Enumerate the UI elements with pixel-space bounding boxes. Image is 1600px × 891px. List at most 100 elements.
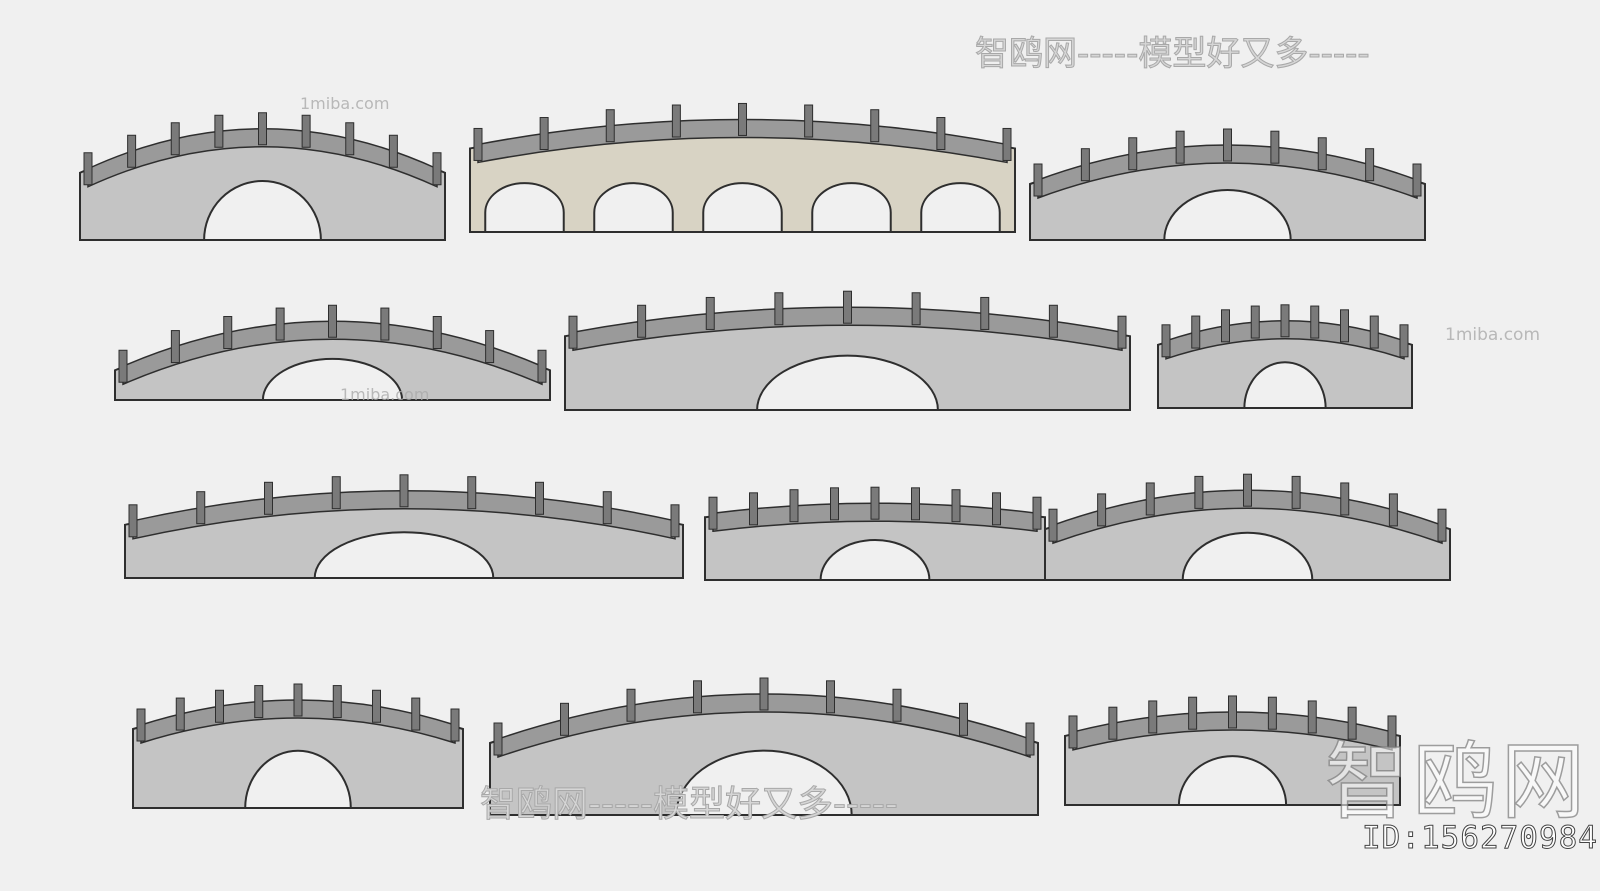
railing-post bbox=[1412, 163, 1422, 197]
bridge-model bbox=[704, 486, 1046, 581]
model-id-label: ID:156270984 bbox=[1362, 820, 1598, 857]
watermark-banner-bottom: 智鸥网-----模型好又多----- bbox=[480, 784, 899, 826]
railing-post bbox=[328, 304, 337, 338]
watermark-site: 1miba.com bbox=[1445, 325, 1541, 345]
arch-opening bbox=[1163, 188, 1292, 241]
arch-opening bbox=[675, 749, 853, 816]
railing-post bbox=[830, 487, 839, 521]
railing-post bbox=[1194, 475, 1204, 509]
railing-post bbox=[705, 296, 715, 330]
railing-post bbox=[1365, 148, 1375, 182]
railing-post bbox=[1080, 148, 1090, 182]
railing-post bbox=[1188, 696, 1198, 730]
railing-post bbox=[1108, 706, 1118, 740]
bridge-model bbox=[1064, 695, 1401, 806]
bridge-model bbox=[79, 112, 446, 241]
railing-post bbox=[493, 722, 503, 756]
arch-opening bbox=[484, 182, 565, 233]
railing-post bbox=[450, 708, 460, 742]
railing-post bbox=[1033, 163, 1043, 197]
railing-post bbox=[1223, 128, 1232, 162]
railing-post bbox=[1221, 309, 1230, 343]
railing-post bbox=[118, 349, 128, 383]
watermark-site: 1miba.com bbox=[340, 385, 430, 404]
railing-post bbox=[738, 102, 747, 136]
railing-post bbox=[1048, 304, 1058, 338]
railing-post bbox=[485, 330, 495, 364]
railing-post bbox=[1437, 508, 1447, 542]
railing-post bbox=[264, 481, 273, 515]
railing-post bbox=[1243, 473, 1252, 507]
bridge-model bbox=[469, 102, 1016, 233]
bridge-model bbox=[1157, 304, 1413, 409]
railing-post bbox=[605, 109, 615, 143]
railing-post bbox=[258, 112, 267, 146]
railing-post bbox=[789, 489, 799, 523]
railing-post bbox=[911, 292, 921, 326]
arch-opening bbox=[819, 538, 931, 581]
railing-post bbox=[749, 492, 758, 526]
railing-post bbox=[399, 474, 409, 508]
railing-post bbox=[537, 349, 547, 383]
railing-post bbox=[951, 489, 961, 523]
arch-opening bbox=[1243, 361, 1327, 409]
bridge-model bbox=[1044, 473, 1451, 581]
railing-post bbox=[432, 152, 442, 186]
railing-post bbox=[473, 127, 483, 161]
railing-post bbox=[1280, 304, 1290, 338]
railing-post bbox=[1032, 496, 1042, 530]
railing-post bbox=[1117, 315, 1127, 349]
railing-post bbox=[275, 307, 285, 341]
railing-post bbox=[1048, 508, 1058, 542]
railing-post bbox=[539, 117, 549, 151]
railing-post bbox=[388, 134, 398, 168]
railing-post bbox=[1340, 309, 1349, 343]
railing-post bbox=[1387, 715, 1397, 749]
railing-post bbox=[293, 683, 303, 717]
railing-post bbox=[693, 680, 702, 714]
arch-opening bbox=[920, 182, 1001, 233]
railing-post bbox=[380, 307, 390, 341]
railing-post bbox=[1307, 700, 1317, 734]
railing-post bbox=[568, 315, 578, 349]
railing-post bbox=[345, 122, 355, 156]
railing-post bbox=[83, 152, 93, 186]
railing-post bbox=[804, 104, 814, 138]
railing-post bbox=[870, 486, 880, 520]
railing-post bbox=[959, 702, 968, 736]
watermark-banner-top: 智鸥网-----模型好又多----- bbox=[975, 34, 1371, 75]
railing-post bbox=[128, 504, 138, 538]
railing-post bbox=[1267, 696, 1277, 730]
arch-opening bbox=[261, 357, 404, 401]
railing-post bbox=[127, 134, 137, 168]
railing-post bbox=[911, 487, 920, 521]
railing-post bbox=[637, 304, 647, 338]
watermark-site: 1miba.com bbox=[300, 94, 390, 113]
railing-post bbox=[411, 697, 421, 731]
railing-post bbox=[1340, 482, 1350, 516]
railing-post bbox=[1399, 324, 1409, 358]
railing-post bbox=[332, 685, 342, 719]
railing-post bbox=[1317, 137, 1327, 171]
railing-post bbox=[170, 122, 180, 156]
bridge-model bbox=[489, 677, 1039, 816]
railing-post bbox=[1250, 305, 1260, 339]
arch-opening bbox=[1181, 531, 1314, 581]
arch-opening bbox=[313, 531, 495, 579]
arch-opening bbox=[702, 182, 783, 233]
railing-post bbox=[331, 476, 341, 510]
bridge-model bbox=[114, 304, 551, 401]
railing-post bbox=[1097, 493, 1107, 527]
railing-post bbox=[175, 697, 185, 731]
railing-post bbox=[1191, 315, 1201, 349]
railing-post bbox=[1128, 137, 1138, 171]
railing-post bbox=[1369, 315, 1379, 349]
railing-post bbox=[1347, 706, 1357, 740]
railing-post bbox=[992, 492, 1001, 526]
arch-opening bbox=[244, 749, 352, 809]
railing-post bbox=[1310, 305, 1320, 339]
arch-opening bbox=[203, 180, 322, 241]
railing-post bbox=[602, 491, 612, 525]
railing-post bbox=[170, 330, 180, 364]
railing-post bbox=[1161, 324, 1171, 358]
